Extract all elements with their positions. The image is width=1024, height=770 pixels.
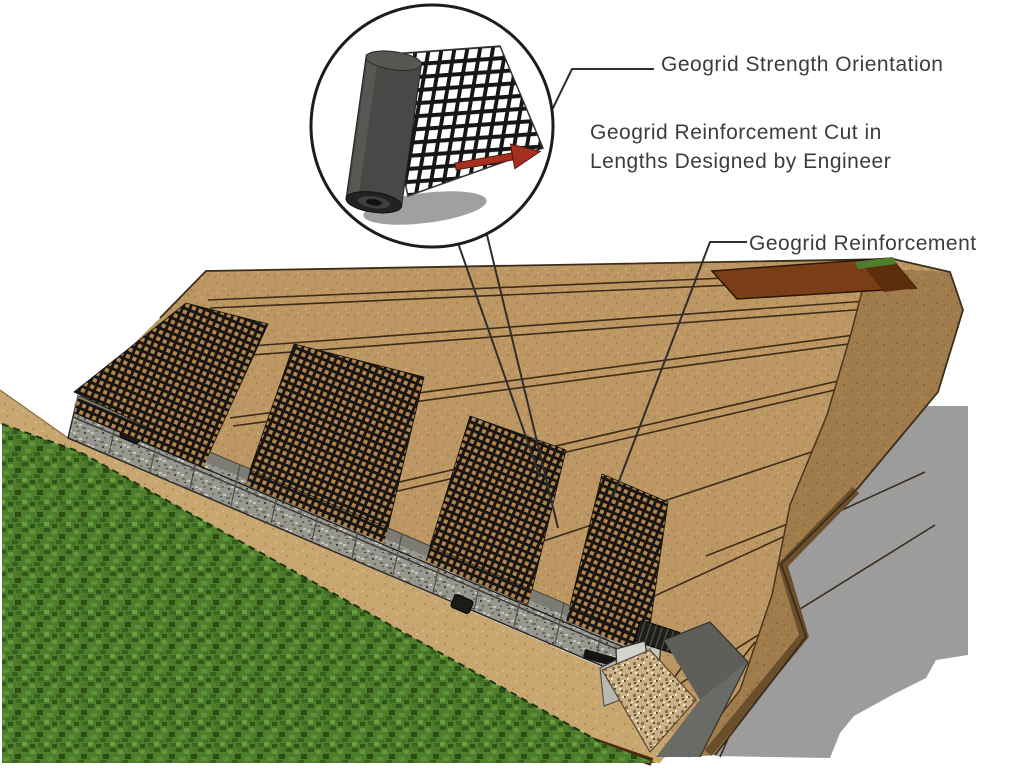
strength-orientation-arrow [454,143,542,171]
callout-circle [309,3,555,249]
gravel-base [601,649,697,754]
leader-reinforcement [612,241,747,498]
drainage-channel-outline [663,621,749,758]
label-cut-line2: Lengths Designed by Engineer [590,150,892,173]
geogrid-panel-4 [569,473,669,641]
hillside-face-divider [687,267,869,758]
label-reinforcement: Geogrid Reinforcement [749,232,977,255]
drain-pipe-outlet [450,594,474,614]
soil-path [0,390,678,763]
crest-grass-sliver [855,257,896,269]
geogrid-panels [73,302,669,641]
drainage-channel-lower [656,662,748,757]
grass-edge-dashes [1,423,601,743]
drainage-channel-upper [664,622,748,700]
label-cut-line1: Geogrid Reinforcement Cut in [590,121,882,144]
geogrid-panel-1 [73,302,269,457]
hill-shadow [715,406,968,758]
grass [1,423,656,763]
soil-path-edge [0,389,69,439]
label-cut-lengths: Geogrid Reinforcement Cut in Lengths Des… [590,118,891,176]
grass-field [2,424,656,763]
geogrid-roll [345,50,423,214]
leader-callout-a [457,242,541,478]
hillside-silhouette [159,258,964,756]
wall-cross-section [583,620,749,758]
hillside-right-face [688,268,963,757]
label-strength-orientation: Geogrid Strength Orientation [661,53,944,76]
wall-block-joints [108,412,605,663]
geogrid-panel-2 [249,343,425,529]
leader-callout-b [486,234,559,529]
geogrid-wall-drape [74,398,645,652]
geogrid-panel-3 [429,415,567,591]
